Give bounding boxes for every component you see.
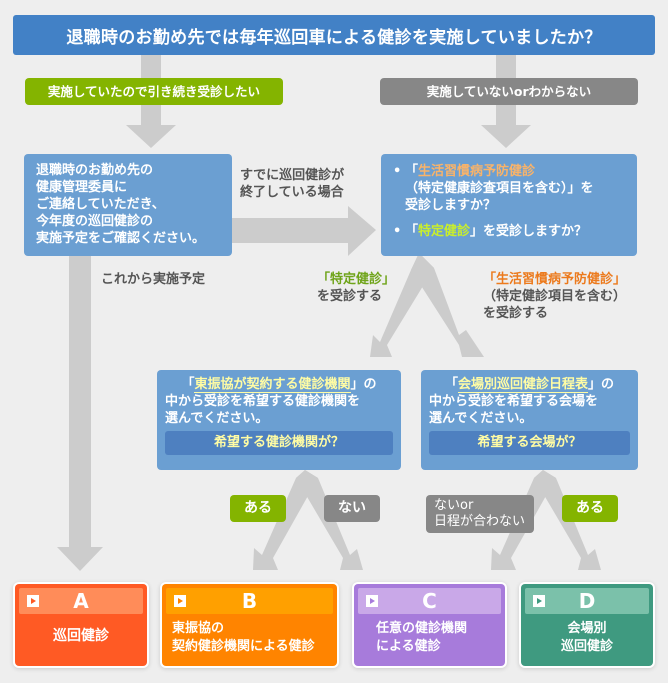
contact-line: 実施予定をご確認ください。 xyxy=(36,231,206,246)
play-icon xyxy=(27,595,39,607)
answer-venue-no-line1: ないor xyxy=(434,498,474,514)
result-c-line2: による健診 xyxy=(376,639,441,654)
result-d-header: D xyxy=(525,588,649,614)
seikatsu-highlight: 生活習慣病予防健診 xyxy=(418,164,536,179)
result-b-line2: 契約健診機関による健診 xyxy=(172,639,315,654)
question-tokutei: 「特定健診」を受診しますか？ xyxy=(393,223,625,240)
result-a-letter: A xyxy=(73,589,89,613)
result-a-label: 巡回健診 xyxy=(53,628,109,644)
tokutei-highlight: 特定健診 xyxy=(418,224,471,239)
facility-line3: 選んでください。 xyxy=(165,411,269,426)
main-question-title: 退職時のお勤め先では毎年巡回車による健診を実施していましたか？ xyxy=(13,15,655,55)
venue-schedule-link[interactable]: 会場別巡回健診日程表 xyxy=(457,377,588,393)
play-icon xyxy=(533,595,545,607)
answer-venue-no-line2: 日程が合わない xyxy=(434,514,526,529)
answer-facility-no: ない xyxy=(324,495,380,522)
contact-line: 今年度の巡回健診の xyxy=(36,214,154,229)
result-c-header: C xyxy=(358,588,501,614)
choice-tokutei-rest: を受診する xyxy=(317,289,383,304)
choice-tokutei-label: 「特定健診」 を受診する xyxy=(317,271,395,305)
answer-venue-no: ないor 日程が合わない xyxy=(426,495,534,533)
note-already-done: すでに巡回健診が 終了している場合 xyxy=(240,167,344,201)
play-icon xyxy=(174,595,186,607)
contracted-facility-box: 「東振協が契約する健診機関」の 中から受診を希望する健診機関を 選んでください。… xyxy=(157,370,401,470)
branch-yes-tag: 実施していたので引き続き受診したい xyxy=(25,78,283,105)
result-b-header: B xyxy=(166,588,333,614)
exam-type-question-box: 「生活習慣病予防健診 （特定健康診査項目を含む）」を 受診しますか？ 「特定健診… xyxy=(381,154,637,256)
result-b-line1: 東振協の xyxy=(172,621,225,636)
venue-line2: 中から受診を希望する会場を xyxy=(429,394,599,409)
result-d-line1: 会場別 xyxy=(567,621,607,636)
result-c-line1: 任意の健診機関 xyxy=(376,621,468,636)
result-b-letter: B xyxy=(241,589,258,613)
venue-question-bar: 希望する会場が？ xyxy=(429,431,630,455)
venue-line1: 「会場別巡回健診日程表」の xyxy=(444,377,615,393)
contact-line: 健康管理委員に xyxy=(36,180,128,195)
facility-line2: 中から受診を希望する健診機関を xyxy=(165,394,361,409)
contracted-facility-link[interactable]: 東振協が契約する健診機関 xyxy=(194,377,351,393)
choice-tokutei-highlight: 「特定健診」 xyxy=(317,272,396,287)
result-a-patrol-checkup[interactable]: A 巡回健診 xyxy=(15,584,147,666)
arrow-seikatsu-to-venue xyxy=(411,253,484,357)
choice-seikatsu-highlight: 「生活習慣病予防健診」 xyxy=(483,272,627,287)
contact-health-committee-box: 退職時のお勤め先の 健康管理委員に ご連絡していただき、 今年度の巡回健診の 実… xyxy=(24,154,232,256)
question-seikatsu: 「生活習慣病予防健診 （特定健康診査項目を含む）」を 受診しますか？ xyxy=(393,163,625,214)
play-icon xyxy=(366,595,378,607)
choice-seikatsu-line3: を受診する xyxy=(483,306,549,321)
choice-seikatsu-line2: （特定健診項目を含む） xyxy=(483,289,627,304)
venue-schedule-box: 「会場別巡回健診日程表」の 中から受診を希望する会場を 選んでください。 希望す… xyxy=(421,370,638,470)
note-line: すでに巡回健診が xyxy=(240,168,345,183)
answer-venue-yes: ある xyxy=(562,495,618,522)
result-a-header: A xyxy=(19,588,143,614)
contact-line: ご連絡していただき、 xyxy=(36,197,165,212)
result-d-letter: D xyxy=(578,589,596,613)
arrow-facility-yes-to-b xyxy=(253,470,318,570)
result-d-line2: 巡回健診 xyxy=(560,639,613,654)
note-planned: これから実施予定 xyxy=(101,272,206,287)
note-line: 終了している場合 xyxy=(240,185,344,200)
answer-facility-yes: ある xyxy=(230,495,286,522)
result-b-contracted-facility-checkup[interactable]: B 東振協の 契約健診機関による健診 xyxy=(162,584,337,666)
result-d-venue-patrol-checkup[interactable]: D 会場別 巡回健診 xyxy=(521,584,653,666)
choice-seikatsu-label: 「生活習慣病予防健診」 （特定健診項目を含む） を受診する xyxy=(483,271,626,322)
branch-no-tag: 実施していないorわからない xyxy=(380,78,638,105)
venue-line3: 選んでください。 xyxy=(429,411,533,426)
facility-line1: 「東振協が契約する健診機関」の xyxy=(181,377,377,393)
arrow-planned-to-a xyxy=(57,256,103,571)
facility-question-bar: 希望する健診機関が？ xyxy=(165,431,393,455)
result-c-letter: C xyxy=(422,589,437,613)
contact-line: 退職時のお勤め先の xyxy=(36,163,154,178)
arrow-already-done-right xyxy=(230,206,376,256)
result-c-any-facility-checkup[interactable]: C 任意の健診機関 による健診 xyxy=(354,584,505,666)
